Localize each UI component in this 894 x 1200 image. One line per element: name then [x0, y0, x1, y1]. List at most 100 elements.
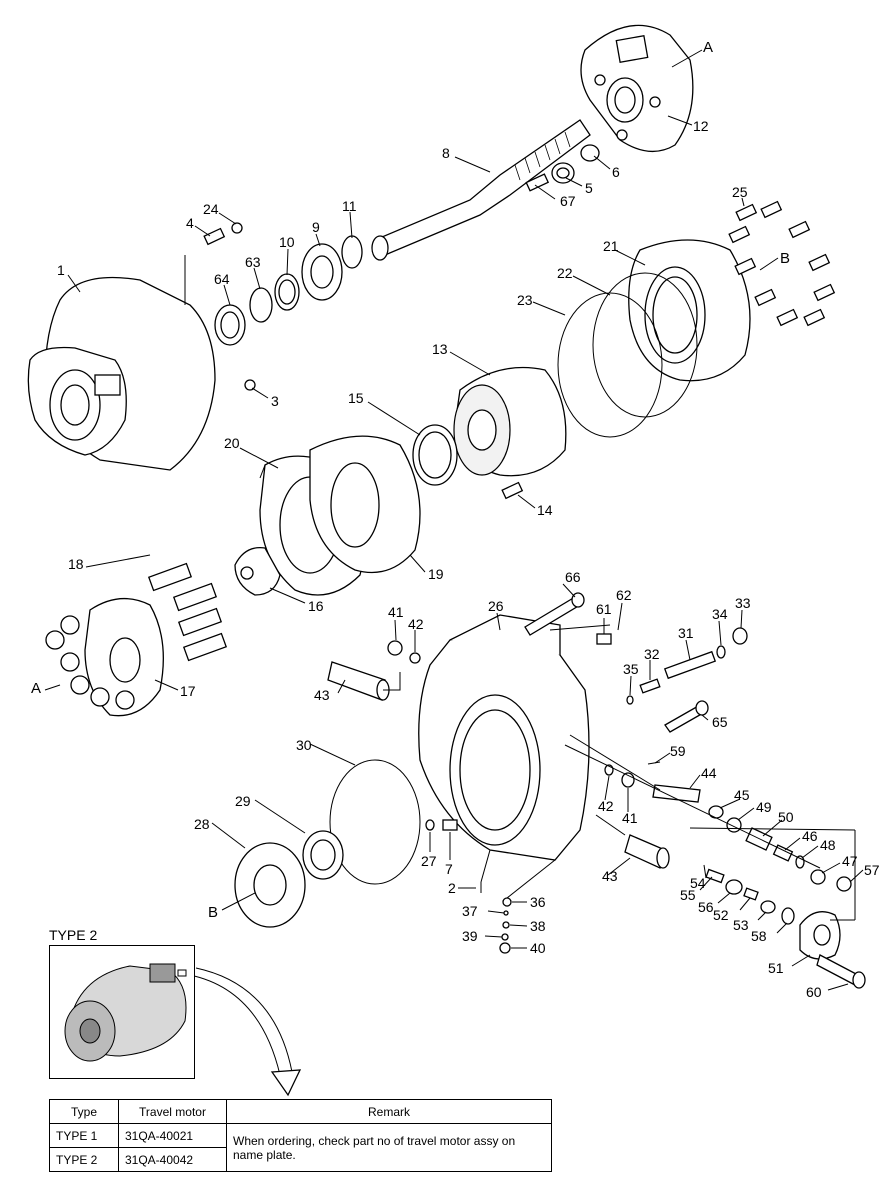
callout-48: 48	[820, 837, 836, 853]
table-row: TYPE 2 31QA-40042	[49, 1147, 552, 1172]
part-49-washer	[726, 817, 742, 833]
callout-54: 54	[690, 875, 706, 891]
cell-remark: When ordering, check part no of travel m…	[226, 1123, 552, 1172]
callout-43-left: 43	[314, 687, 330, 703]
callout-6: 6	[612, 164, 620, 180]
callout-5: 5	[585, 180, 593, 196]
table-header-row: Type Travel motor Remark	[49, 1099, 552, 1124]
callout-41-right: 41	[622, 810, 638, 826]
part-52-spring	[743, 887, 759, 901]
part-21-ring-gear	[628, 239, 751, 382]
callout-23: 23	[517, 292, 533, 308]
part-5-collar	[551, 162, 575, 184]
leader-lines	[44, 49, 864, 991]
callout-51: 51	[768, 960, 784, 976]
callout-11: 11	[342, 198, 357, 214]
part-40-plug	[499, 942, 511, 954]
callout-55: 55	[680, 887, 696, 903]
callout-10: 10	[279, 234, 295, 250]
assembly-lines	[184, 255, 856, 921]
callout-4: 4	[186, 215, 194, 231]
part-19-cylinder	[309, 435, 421, 574]
callout-42-top: 42	[408, 616, 424, 632]
part-27-pin	[425, 819, 435, 831]
part-28-plate	[234, 842, 306, 928]
callout-29: 29	[235, 793, 251, 809]
part-1-housing	[27, 276, 256, 471]
table-row: TYPE 1 31QA-40021 When ordering, check p…	[49, 1123, 552, 1172]
part-10-ring	[274, 273, 300, 311]
callout-3: 3	[271, 393, 279, 409]
callout-20: 20	[224, 435, 240, 451]
cell-type: TYPE 2	[49, 1147, 119, 1172]
callout-44: 44	[701, 765, 717, 781]
cell-motor: 31QA-40021	[118, 1123, 227, 1148]
header-remark: Remark	[226, 1099, 552, 1124]
callout-16: 16	[308, 598, 324, 614]
callout-8: 8	[442, 145, 450, 161]
part-12-flange	[580, 24, 694, 152]
callout-67: 67	[560, 193, 576, 209]
part-44-spool	[652, 784, 701, 803]
type2-motor-illustration	[64, 963, 187, 1062]
part-59-pin	[647, 761, 661, 765]
part-43-plug-right	[624, 834, 670, 869]
type-table: Type Travel motor Remark TYPE 1 31QA-400…	[49, 1099, 552, 1172]
part-36-plug	[502, 897, 512, 907]
part-34-o-ring	[716, 645, 726, 659]
callout-47: 47	[842, 853, 858, 869]
callout-14: 14	[537, 502, 553, 518]
part-16-spherical-bush	[234, 546, 281, 596]
part-35-o-ring	[626, 695, 634, 705]
part-30-o-ring	[329, 759, 421, 885]
part-29-bearing	[302, 830, 344, 880]
callout-12: 12	[693, 118, 709, 134]
header-travel-motor: Travel motor	[118, 1099, 227, 1124]
type2-arrow	[189, 967, 302, 1097]
part-53-plug	[760, 900, 776, 914]
part-63-snap-ring	[249, 287, 273, 323]
callout-27: 27	[421, 853, 437, 869]
part-51-cover	[799, 911, 841, 960]
callout-66: 66	[565, 569, 581, 585]
callout-53: 53	[733, 917, 749, 933]
callout-36: 36	[530, 894, 546, 910]
part-37-ball	[503, 910, 509, 916]
part-15-ring	[412, 424, 458, 486]
callout-2: 2	[448, 880, 456, 896]
callout-21: 21	[603, 238, 619, 254]
callout-25: 25	[732, 184, 748, 200]
callout-32: 32	[644, 646, 660, 662]
part-60-bolt	[816, 954, 866, 989]
callout-22: 22	[557, 265, 573, 281]
callout-42-right: 42	[598, 798, 614, 814]
ref-b-top: B	[780, 250, 790, 267]
callout-46: 46	[802, 828, 818, 844]
callout-24: 24	[203, 201, 219, 217]
type2-title: TYPE 2	[49, 927, 98, 943]
part-8-shaft	[371, 119, 591, 261]
ref-a-top: A	[703, 39, 713, 56]
callout-28: 28	[194, 816, 210, 832]
cell-motor: 31QA-40042	[118, 1147, 227, 1172]
callout-58: 58	[751, 928, 767, 944]
part-33-plug	[732, 627, 748, 645]
part-23-o-ring	[557, 292, 663, 438]
part-67-spring	[525, 173, 550, 192]
callout-52: 52	[713, 907, 729, 923]
part-55-spring	[705, 868, 725, 884]
callout-38: 38	[530, 918, 546, 934]
part-9-bearing	[301, 243, 343, 301]
callout-18: 18	[68, 556, 84, 572]
header-type: Type	[49, 1099, 119, 1124]
callout-57: 57	[864, 862, 880, 878]
callout-56: 56	[698, 899, 714, 915]
part-13-gear	[453, 366, 567, 477]
callout-labels: A 12 8 5 6 67 24 4 11 9 10 63 64 1 3 25 …	[31, 39, 880, 1000]
type2-image-box	[49, 945, 195, 1079]
callout-65: 65	[712, 714, 728, 730]
callout-50: 50	[778, 809, 794, 825]
callout-40: 40	[530, 940, 546, 956]
part-43-plug-left	[327, 661, 390, 701]
part-7-pin	[442, 819, 458, 831]
